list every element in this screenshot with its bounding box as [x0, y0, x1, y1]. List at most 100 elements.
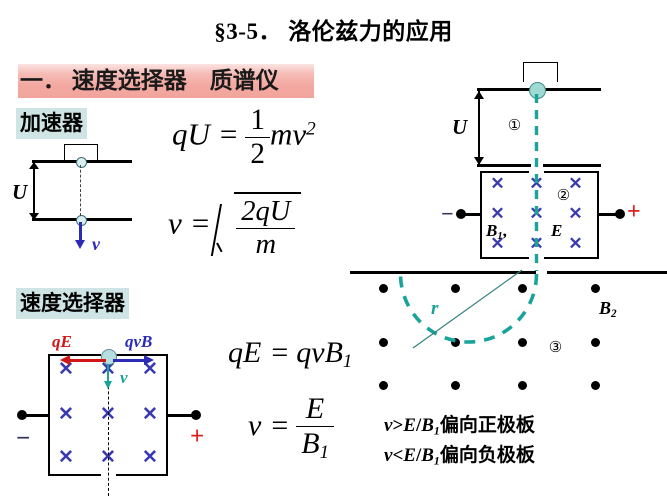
region-2-marker: ② — [556, 188, 571, 204]
region-3-marker: ③ — [548, 340, 563, 356]
eq-balance-equals: = — [271, 336, 289, 369]
equation-accelerator-velocity: v= 2qU m — [168, 192, 302, 261]
terminal-dot-negative — [17, 410, 27, 420]
spectrometer-terminal-lead-negative — [461, 213, 482, 216]
force-magnetic-arrow-head — [144, 355, 154, 365]
conclusion-line-2: v<E/B1偏向负极板 — [384, 440, 535, 468]
field-b2-subscript: 2 — [611, 308, 617, 321]
field-dot — [379, 338, 388, 347]
field-dot — [518, 284, 527, 293]
force-magnetic-arrow-shaft — [113, 359, 146, 362]
accelerator-velocity-label: v — [92, 234, 100, 254]
accelerator-voltage-bracket — [33, 162, 35, 220]
field-cross: ✕ — [58, 404, 74, 425]
eq-vsel-v-lhs: v — [248, 409, 262, 442]
region-divider-right — [547, 271, 667, 275]
field-dot — [379, 381, 388, 390]
spectrometer-terminal-sign-negative: − — [441, 201, 454, 226]
field-cross: ✕ — [58, 447, 74, 468]
spectrometer-terminal-lead-positive — [598, 213, 619, 216]
conclusion-1-expression-numerator: E — [403, 415, 416, 436]
square-root-icon — [217, 196, 236, 258]
terminal-lead-positive — [167, 414, 195, 417]
eq-balance-lhs: qE — [228, 336, 262, 369]
conclusion-2-variable: v — [384, 445, 393, 466]
eq-energy-frac-denominator: 2 — [245, 137, 270, 171]
trajectory-semicircle — [398, 273, 539, 344]
particle-trajectory — [398, 94, 539, 349]
accelerator-diagram: U v — [12, 142, 148, 254]
accelerating-plate-bottom-left — [477, 164, 531, 167]
accelerating-plate-top-left — [477, 88, 531, 91]
spectrometer-voltage-bracket-arrow-bottom — [474, 157, 484, 165]
conclusion-2-expression-numerator: E — [403, 445, 416, 466]
field-cross: ✕ — [100, 404, 116, 425]
field-dot — [518, 338, 527, 347]
field-cross: ✕ — [490, 174, 505, 193]
field-cross: ✕ — [568, 234, 583, 253]
field-dot — [451, 381, 460, 390]
conclusion-1-expression-denominator: B — [421, 415, 434, 436]
field-dot — [591, 381, 600, 390]
accelerator-upper-aperture — [76, 157, 87, 168]
section-header-title: 一． 速度选择器 质谱仪 — [20, 68, 279, 93]
eq-energy-lhs: qU — [172, 116, 210, 152]
eq-energy-frac-numerator: 1 — [250, 104, 265, 136]
conclusion-1-expression-subscript: 1 — [433, 424, 440, 438]
velocity-selector-diagram: qE qvB ✕ ✕ ✕ ✕ ✕ ✕ ✕ ✕ ✕ v − — [10, 330, 220, 500]
accelerator-upper-plate-right — [86, 160, 132, 163]
section-header-background — [18, 64, 314, 98]
eq-accel-v-radicand-denominator: m — [236, 228, 296, 261]
spectrometer-selector-entry-gap — [529, 169, 544, 174]
eq-energy-rhs: mv — [269, 116, 307, 152]
velocity-arrow-shaft — [107, 364, 110, 383]
field-cross: ✕ — [490, 204, 505, 223]
field-cross: ✕ — [142, 404, 158, 425]
region-divider-left — [350, 271, 536, 275]
conclusion-2-expression-denominator: B — [421, 445, 434, 466]
field-b1-symbol: B — [486, 221, 498, 240]
radius-label: r — [431, 298, 439, 319]
accelerator-beam-path — [80, 165, 81, 216]
eq-balance-rhs-subscript: 1 — [342, 351, 353, 373]
eq-energy-equals: = — [219, 116, 238, 152]
field-cross: ✕ — [100, 447, 116, 468]
eq-accel-v-equals: = — [191, 205, 210, 241]
accelerating-plate-bottom-right — [543, 164, 601, 167]
field-dot — [451, 338, 460, 347]
field-b1-subscript: 1 — [497, 230, 503, 242]
field-dot — [379, 284, 388, 293]
conclusion-2-operator: < — [392, 445, 404, 466]
accelerator-voltage-label: U — [12, 180, 28, 204]
spectrometer-terminal-dot-positive — [615, 209, 625, 219]
spectrometer-voltage-bracket — [478, 91, 481, 165]
field-cross: ✕ — [568, 204, 583, 223]
conclusion-2-text: 偏向负极板 — [439, 445, 535, 466]
conclusion-1-text: 偏向正极板 — [439, 415, 535, 436]
field-b2-symbol: B — [599, 298, 612, 318]
eq-accel-v-radicand-numerator: 2qU — [241, 196, 291, 227]
trajectory-radius-line — [412, 269, 523, 349]
field-b1-comma: , — [502, 221, 507, 240]
conclusion-1-operator: > — [392, 415, 404, 436]
equation-accelerator-energy: qU= 1 2 mv2 — [172, 104, 316, 171]
accelerator-label: 加速器 — [16, 108, 87, 139]
eq-vsel-v-equals: = — [271, 409, 289, 442]
spectrometer-voltage-bracket-arrow-top — [474, 91, 484, 99]
ion-source-box — [523, 62, 558, 82]
velocity-arrow-head — [103, 381, 112, 389]
terminal-sign-negative: − — [16, 425, 31, 452]
accelerator-upper-plate-left — [32, 160, 77, 163]
field-dot — [591, 338, 600, 347]
eq-vsel-v-numerator: E — [305, 392, 325, 425]
field-dot — [518, 381, 527, 390]
spectrometer-voltage-label: U — [452, 115, 468, 139]
eq-vsel-v-denominator-subscript: 1 — [319, 442, 329, 464]
conclusion-1-slash: / — [415, 415, 422, 436]
field-b2-label: B2 — [599, 298, 617, 320]
page-title: §3-5． 洛伦兹力的应用 — [214, 19, 453, 44]
force-electric-arrow-head — [60, 355, 70, 365]
field-e-label: E — [551, 221, 563, 240]
accelerator-velocity-arrow-head — [75, 240, 85, 249]
